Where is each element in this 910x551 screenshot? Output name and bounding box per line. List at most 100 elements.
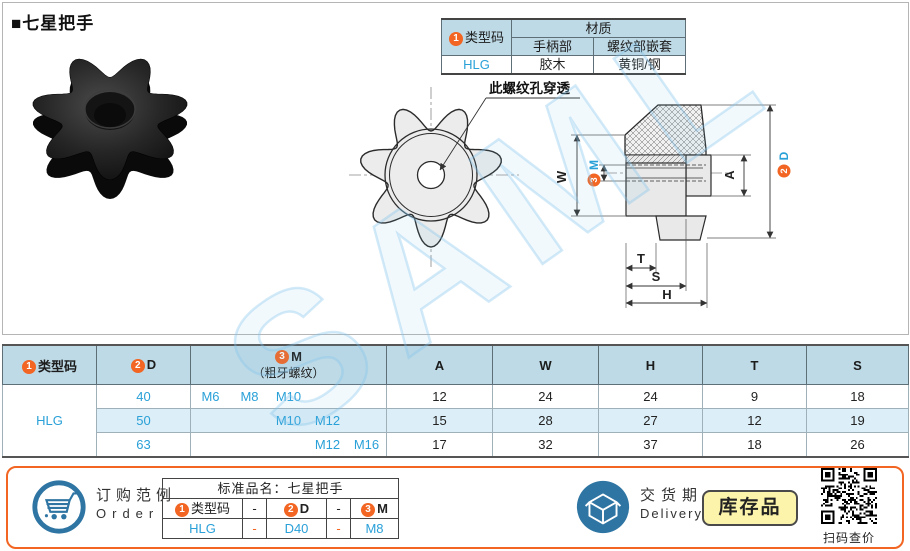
w-value: 28 (492, 408, 599, 433)
dim-s-label: S (652, 269, 661, 284)
order-m-value: M8 (350, 518, 399, 539)
m-value: M10 (275, 389, 302, 404)
spec-s-header: S (806, 344, 909, 385)
front-view: 此螺纹孔穿透 (349, 80, 580, 267)
badge-3-icon: 3 (275, 350, 290, 365)
product-photo (32, 58, 188, 199)
technical-drawing: 此螺纹孔穿透 (349, 80, 791, 308)
dim-t-label: T (637, 251, 645, 266)
delivery-box-icon (576, 480, 630, 534)
standard-name: 标准品名：七星把手 (162, 478, 399, 499)
badge-3-icon: 3 (589, 177, 600, 182)
stock-badge: 库存品 (702, 490, 798, 526)
svg-text:D: D (777, 151, 791, 160)
m-value: M8 (240, 389, 259, 404)
handle-part-header: 手柄部 (511, 37, 594, 56)
insert-material: 黄铜/钢 (593, 55, 686, 75)
order-example-label: 订购范例 (96, 487, 177, 504)
h-value: 27 (598, 408, 703, 433)
d-value: 63 (96, 432, 191, 458)
side-view: W 3 M A 2 D T S H (554, 104, 791, 308)
s-value: 19 (806, 408, 909, 433)
order-code-value: HLG (162, 518, 243, 539)
order-dash: - (326, 498, 351, 519)
order-example-label-en: Order (96, 506, 160, 521)
dim-w-label: W (554, 170, 569, 183)
a-value: 12 (386, 384, 493, 409)
qr-code-icon (821, 468, 877, 524)
badge-1-icon: 1 (174, 502, 189, 517)
badge-2-icon: 2 (283, 502, 298, 517)
thread-insert-header: 螺纹部嵌套 (593, 37, 686, 56)
delivery-label: 交货期 (640, 487, 704, 504)
svg-text:M: M (587, 160, 601, 170)
dim-h-label: H (662, 287, 671, 302)
m-value (347, 413, 386, 428)
handle-material: 胶木 (511, 55, 594, 75)
spec-row-50: 50 M10 M12 15 28 27 12 19 (3, 408, 909, 433)
cart-icon (32, 480, 86, 534)
h-value: 24 (598, 384, 703, 409)
badge-2-icon: 2 (130, 358, 145, 373)
t-value: 12 (702, 408, 807, 433)
spec-row-63: 63 M12 M16 17 32 37 18 26 (3, 432, 909, 458)
m-value (191, 413, 230, 428)
spec-type-code: HLG (2, 384, 97, 458)
m-value (191, 437, 230, 452)
order-dash: - (242, 498, 267, 519)
order-dash: - (326, 518, 351, 539)
spec-a-header: A (386, 344, 493, 385)
m-value: M10 (275, 413, 302, 428)
badge-3-icon: 3 (361, 502, 376, 517)
badge-1-icon: 1 (448, 31, 463, 46)
w-value: 32 (492, 432, 599, 458)
order-dash: - (242, 518, 267, 539)
m-value (347, 389, 386, 404)
m-value (230, 437, 269, 452)
m-value: M12 (314, 437, 341, 452)
m-value: M16 (353, 437, 380, 452)
dim-d-label: 2 D (777, 151, 791, 178)
s-value: 18 (806, 384, 909, 409)
spec-w-header: W (492, 344, 599, 385)
spec-t-header: T (702, 344, 807, 385)
qr-block: 扫码查价 (820, 468, 878, 546)
a-value: 15 (386, 408, 493, 433)
page-title: ■七星把手 (11, 14, 95, 33)
order-d-value: D40 (266, 518, 327, 539)
m-value: M12 (314, 413, 341, 428)
qr-caption: 扫码查价 (822, 531, 875, 545)
t-value: 9 (702, 384, 807, 409)
through-hole-annotation: 此螺纹孔穿透 (489, 80, 570, 96)
m-value (308, 389, 347, 404)
badge-2-icon: 2 (779, 168, 790, 173)
coarse-thread-note: （粗牙螺纹） (252, 366, 325, 381)
m-value (269, 437, 308, 452)
d-value: 40 (96, 384, 191, 409)
a-value: 17 (386, 432, 493, 458)
w-value: 24 (492, 384, 599, 409)
dim-a-label: A (722, 170, 737, 180)
delivery-label-en: Delivery (640, 506, 703, 521)
m-value (230, 413, 269, 428)
t-value: 18 (702, 432, 807, 458)
spec-row-40: HLG 40 M6 M8 M10 12 24 24 9 18 (2, 384, 909, 458)
s-value: 26 (806, 432, 909, 458)
h-value: 37 (598, 432, 703, 458)
spec-h-header: H (598, 344, 703, 385)
dim-m-label: 3 M (587, 160, 601, 187)
badge-1-icon: 1 (21, 360, 36, 375)
